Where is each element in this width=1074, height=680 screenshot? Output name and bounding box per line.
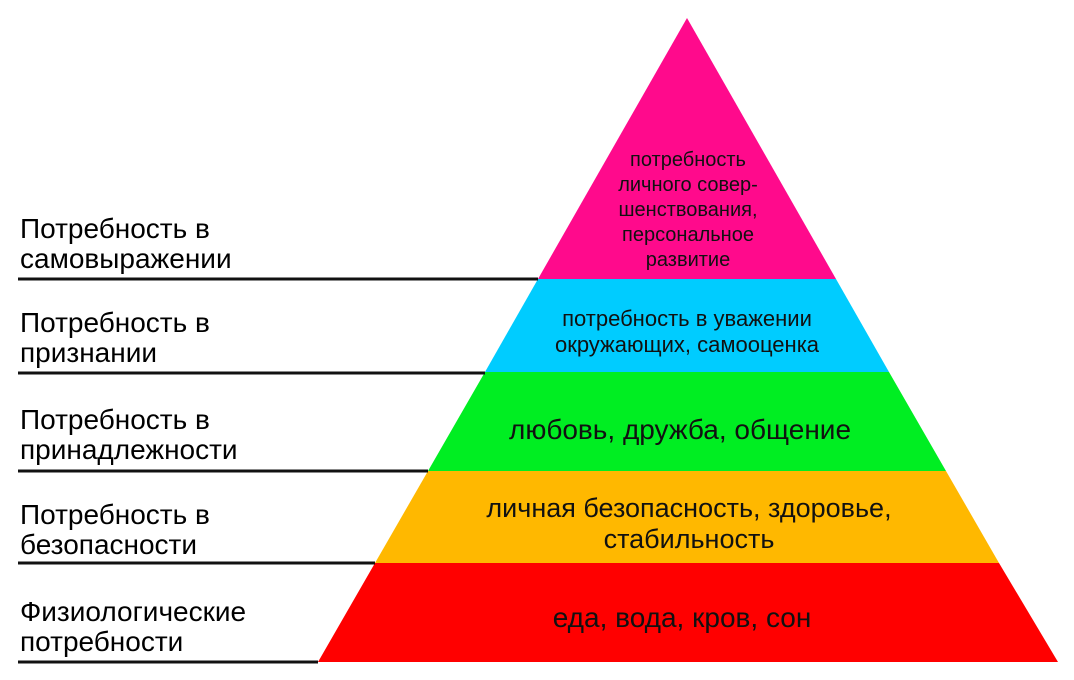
level-content-belonging: любовь, дружба, общение (509, 414, 851, 446)
level-label-line: Потребность в (20, 404, 210, 435)
content-line: шенствования, (618, 199, 758, 221)
content-line: потребность (630, 149, 746, 171)
level-label-self-actualization: Потребность в самовыражении (20, 214, 232, 274)
content-line: личного совер- (618, 174, 758, 196)
content-line: любовь, дружба, общение (508, 414, 852, 445)
level-content-esteem: потребность в уважении окружающих, самоо… (555, 306, 819, 358)
pyramid-level-belonging (428, 372, 946, 471)
level-label-esteem: Потребность в признании (20, 308, 210, 368)
content-line: развитие (645, 249, 731, 271)
level-label-physiological: Физиологические потребности (20, 597, 246, 657)
level-label-safety: Потребность в безопасности (20, 500, 210, 560)
level-label-line: потребности (20, 626, 184, 657)
level-label-line: Потребность в (20, 213, 210, 244)
content-line: еда, вода, кров, сон (552, 602, 812, 633)
level-label-line: самовыражении (20, 243, 232, 274)
level-label-line: Физиологические (20, 596, 247, 627)
content-line: личная безопасность, здоровье, (486, 493, 892, 523)
level-content-self-actualization: потребность личного совер- шенствования,… (618, 148, 758, 273)
pyramid-level-esteem (485, 279, 889, 372)
level-content-safety: личная безопасность, здоровье, стабильно… (486, 493, 891, 555)
pyramid-level-safety (375, 471, 999, 563)
level-label-belonging: Потребность в принадлежности (20, 405, 238, 465)
level-label-line: Потребность в (20, 499, 210, 530)
content-line: стабильность (603, 524, 775, 554)
level-label-line: признании (20, 337, 157, 368)
level-content-physiological: еда, вода, кров, сон (553, 602, 812, 634)
pyramid-level-self-actualization (538, 18, 836, 279)
content-line: окружающих, самооценка (554, 332, 820, 357)
pyramid-level-physiological (318, 563, 1058, 662)
level-label-line: Потребность в (20, 307, 210, 338)
level-label-line: безопасности (20, 529, 198, 560)
level-label-line: принадлежности (20, 434, 238, 465)
content-line: потребность в уважении (562, 306, 812, 331)
content-line: персональное (622, 224, 754, 246)
